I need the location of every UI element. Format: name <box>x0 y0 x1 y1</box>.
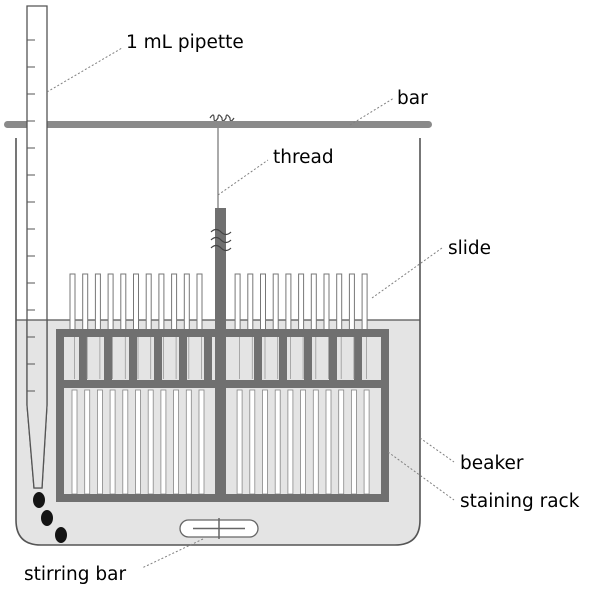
slide <box>234 273 241 335</box>
staining-rack <box>56 208 389 502</box>
label-stirring-bar: stirring bar <box>24 564 126 585</box>
slide <box>348 273 355 335</box>
slide <box>350 389 357 495</box>
slide <box>133 273 139 335</box>
slide <box>363 389 370 495</box>
stirring-bar <box>179 518 259 539</box>
slide <box>82 273 89 335</box>
slide <box>310 273 317 335</box>
rack-bar <box>154 336 162 382</box>
slide <box>107 273 114 335</box>
slide <box>196 273 203 335</box>
slide <box>135 389 141 495</box>
rack-bar <box>129 336 137 382</box>
slide <box>262 389 268 495</box>
rack-bar <box>254 336 262 382</box>
slide <box>300 389 307 495</box>
slide <box>158 273 165 335</box>
slide <box>71 389 78 495</box>
slide <box>274 389 281 495</box>
slide <box>249 389 256 495</box>
beaker-outline <box>15 138 421 546</box>
pipette <box>26 5 48 489</box>
slide <box>171 273 178 335</box>
slide <box>84 389 91 495</box>
rack-bar <box>279 336 287 382</box>
slide <box>272 273 279 335</box>
slide <box>122 389 129 495</box>
leader-slide <box>371 247 443 299</box>
slide <box>198 389 205 495</box>
rack-bar <box>179 336 187 382</box>
slide <box>120 273 127 335</box>
slide <box>338 389 345 495</box>
leader-staining-rack <box>387 451 455 501</box>
slide <box>312 389 319 495</box>
label-beaker: beaker <box>460 453 524 474</box>
rack-bar <box>304 336 312 382</box>
slide <box>260 273 266 335</box>
label-slide: slide <box>448 238 491 259</box>
rack-bar <box>104 336 112 382</box>
rack-bar <box>354 336 362 382</box>
slide <box>236 389 243 495</box>
slide <box>247 273 254 335</box>
slide <box>145 273 152 335</box>
slide <box>160 389 167 495</box>
rack-bar <box>329 336 337 382</box>
leader-pipette <box>46 47 123 93</box>
slide <box>69 273 76 335</box>
slide <box>285 273 292 335</box>
leader-stirring-bar <box>141 538 204 569</box>
slide <box>323 273 330 335</box>
slide <box>173 389 180 495</box>
slide <box>298 273 305 335</box>
slide <box>183 273 190 335</box>
slide <box>185 389 192 495</box>
slide <box>287 389 294 495</box>
slide <box>109 389 116 495</box>
drops <box>33 492 67 543</box>
leader-bar <box>349 97 395 126</box>
label-staining-rack: staining rack <box>460 491 580 512</box>
slide <box>94 273 101 335</box>
leader-beaker <box>419 437 455 463</box>
slide <box>336 273 343 335</box>
slide <box>361 273 368 335</box>
slide <box>147 389 154 495</box>
label-thread: thread <box>273 147 334 168</box>
rack-bar <box>204 336 212 382</box>
label-bar: bar <box>397 88 428 109</box>
leader-thread <box>217 159 269 196</box>
slide <box>97 389 103 495</box>
thread <box>209 114 235 252</box>
bar <box>4 121 432 128</box>
slide <box>325 389 332 495</box>
rack-bar <box>79 336 87 382</box>
label-pipette: 1 mL pipette <box>126 32 244 53</box>
slides <box>69 273 368 335</box>
